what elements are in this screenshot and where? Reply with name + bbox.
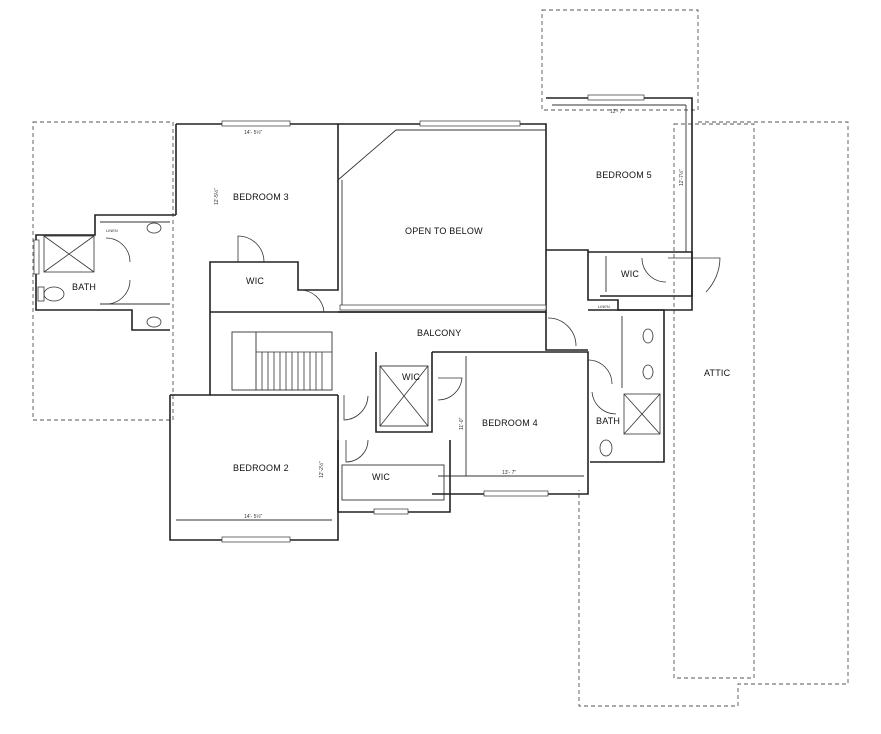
label-linen-right: LINEN <box>598 304 610 309</box>
label-wic-bottom: WIC <box>372 472 390 482</box>
dimension-labels: 14'- 5½" 12'-5½" 12'- 7" 12'-7½" 13'- 7"… <box>213 109 685 520</box>
window-bedroom2 <box>221 536 291 543</box>
label-wic-center: WIC <box>402 372 420 382</box>
dim-bedroom2-width: 14'- 5½" <box>244 513 263 520</box>
sink-right-2 <box>642 364 654 380</box>
window-bedroom4 <box>483 490 549 497</box>
label-attic: ATTIC <box>704 368 731 378</box>
label-open-to-below: OPEN TO BELOW <box>405 226 483 236</box>
label-bath-right: BATH <box>596 416 620 426</box>
label-balcony: BALCONY <box>417 328 461 338</box>
attic-inner-dashed <box>673 123 755 679</box>
windows <box>33 94 645 543</box>
shower-left <box>43 235 95 273</box>
dim-bedroom2-depth: 12'-2½" <box>318 461 325 478</box>
dashed-outlines <box>32 9 849 707</box>
dim-bedroom4-depth: 11'-0" <box>459 417 465 430</box>
dim-bedroom4-width: 13'- 7" <box>502 470 516 476</box>
stair-treads <box>256 351 332 390</box>
dim-bedroom5-depth: 12'-7½" <box>678 169 685 186</box>
window-bedroom5 <box>587 94 645 101</box>
label-bedroom5: BEDROOM 5 <box>596 170 652 180</box>
label-bath-left: BATH <box>72 282 96 292</box>
fixtures <box>37 222 661 457</box>
label-wic-left: WIC <box>246 276 264 286</box>
left-dashed-area <box>32 121 174 421</box>
label-linen-left: LINEN <box>106 228 118 233</box>
window-bottom-wic <box>373 508 409 515</box>
sink-left-1 <box>146 222 162 234</box>
balcony-railing <box>339 304 547 311</box>
label-bedroom2: BEDROOM 2 <box>233 463 289 473</box>
label-wic-right: WIC <box>621 269 639 279</box>
toilet-right <box>599 439 613 457</box>
sink-right-1 <box>642 328 654 344</box>
dim-bedroom3-depth: 12'-5½" <box>213 188 220 205</box>
label-bedroom4: BEDROOM 4 <box>482 418 538 428</box>
sink-left-2 <box>146 316 162 328</box>
doors <box>105 235 721 463</box>
shower-right <box>623 393 661 435</box>
fixture-labels: LINEN LINEN <box>106 228 610 309</box>
attic-dashed-outline <box>578 121 849 707</box>
top-dashed-area <box>541 9 699 111</box>
dim-bedroom5-width: 12'- 7" <box>610 109 624 115</box>
label-bedroom3: BEDROOM 3 <box>233 192 289 202</box>
window-bedroom3 <box>221 120 291 127</box>
toilet-left <box>43 286 65 302</box>
walls <box>35 97 693 541</box>
room-labels: BEDROOM 3 OPEN TO BELOW BEDROOM 5 BATH W… <box>72 170 731 482</box>
window-open-to-below <box>419 120 521 127</box>
window-left-bath <box>33 239 40 275</box>
dim-bedroom3-width: 14'- 5½" <box>244 129 263 136</box>
